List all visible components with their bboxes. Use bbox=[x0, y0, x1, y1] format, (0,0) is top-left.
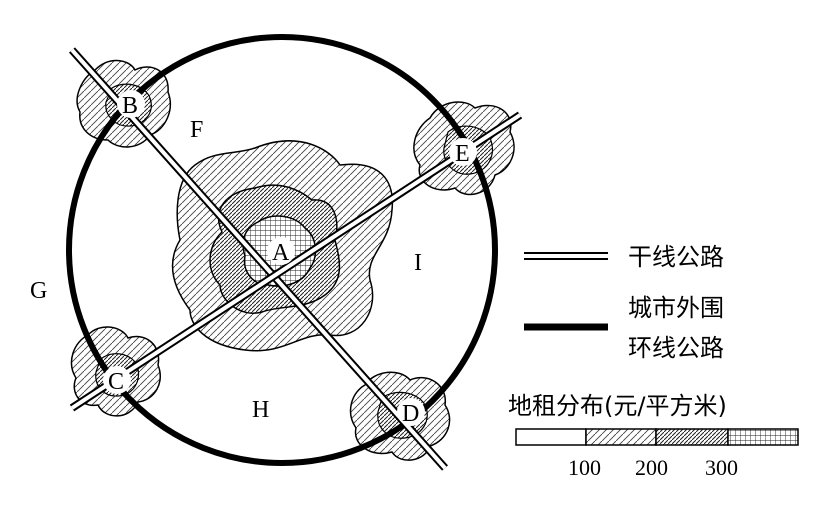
label-c: C bbox=[108, 369, 124, 395]
node-c-marker bbox=[103, 366, 131, 394]
legend-ring-road-label-1: 城市外围 bbox=[628, 294, 724, 322]
legend-trunk-road-label: 干线公路 bbox=[628, 243, 724, 271]
legend-scale-100: 100 bbox=[568, 455, 601, 480]
outer-ring-road bbox=[66, 34, 498, 466]
label-e: E bbox=[455, 141, 470, 167]
node-a-marker bbox=[267, 237, 295, 265]
legend-rent-scale-bar bbox=[515, 428, 799, 446]
label-g: G bbox=[30, 278, 47, 304]
legend-ring-road-label-2: 环线公路 bbox=[628, 334, 724, 362]
label-f: F bbox=[190, 117, 203, 143]
legend-scale-200: 200 bbox=[635, 455, 668, 480]
label-d: D bbox=[402, 401, 419, 427]
node-d-marker bbox=[397, 398, 425, 426]
label-b: B bbox=[122, 93, 138, 119]
legend-rent-title: 地租分布(元/平方米) bbox=[508, 392, 727, 420]
legend-scale-300: 300 bbox=[705, 455, 738, 480]
label-a: A bbox=[272, 240, 290, 266]
label-h: H bbox=[252, 397, 269, 423]
legend: 干线公路 城市外围 环线公路 地租分布(元/平方米) 100 200 300 bbox=[508, 243, 799, 480]
node-b-marker bbox=[117, 90, 145, 118]
trunk-road-b-d bbox=[69, 47, 448, 471]
node-e-marker bbox=[449, 138, 477, 166]
trunk-road-c-e bbox=[69, 111, 523, 412]
label-i: I bbox=[414, 250, 422, 276]
